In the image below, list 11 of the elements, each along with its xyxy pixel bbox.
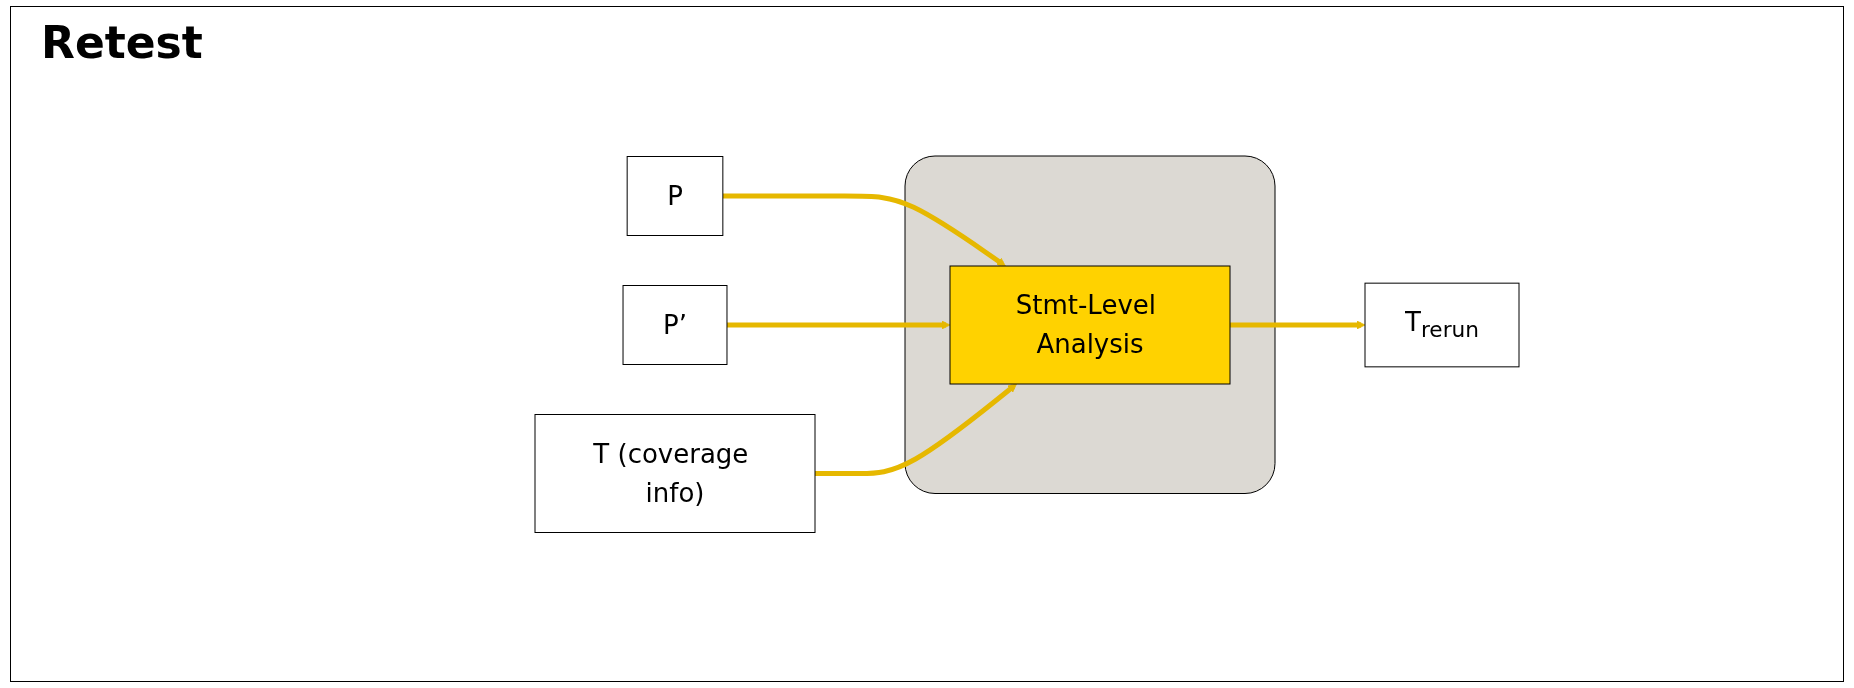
node-box: P <box>626 155 724 236</box>
arrow <box>722 193 1006 267</box>
arrow <box>1230 320 1366 330</box>
arrow <box>815 383 1017 476</box>
node-box: Stmt-Level Analysis <box>949 265 1231 385</box>
node-box: T$_{rerun}$ <box>1364 282 1520 368</box>
diagram-title: Retest <box>41 17 203 68</box>
node-box: T (coverage info) <box>534 413 816 533</box>
node-box: P’ <box>622 284 728 365</box>
cluster <box>904 155 1276 494</box>
arrow <box>727 320 951 330</box>
